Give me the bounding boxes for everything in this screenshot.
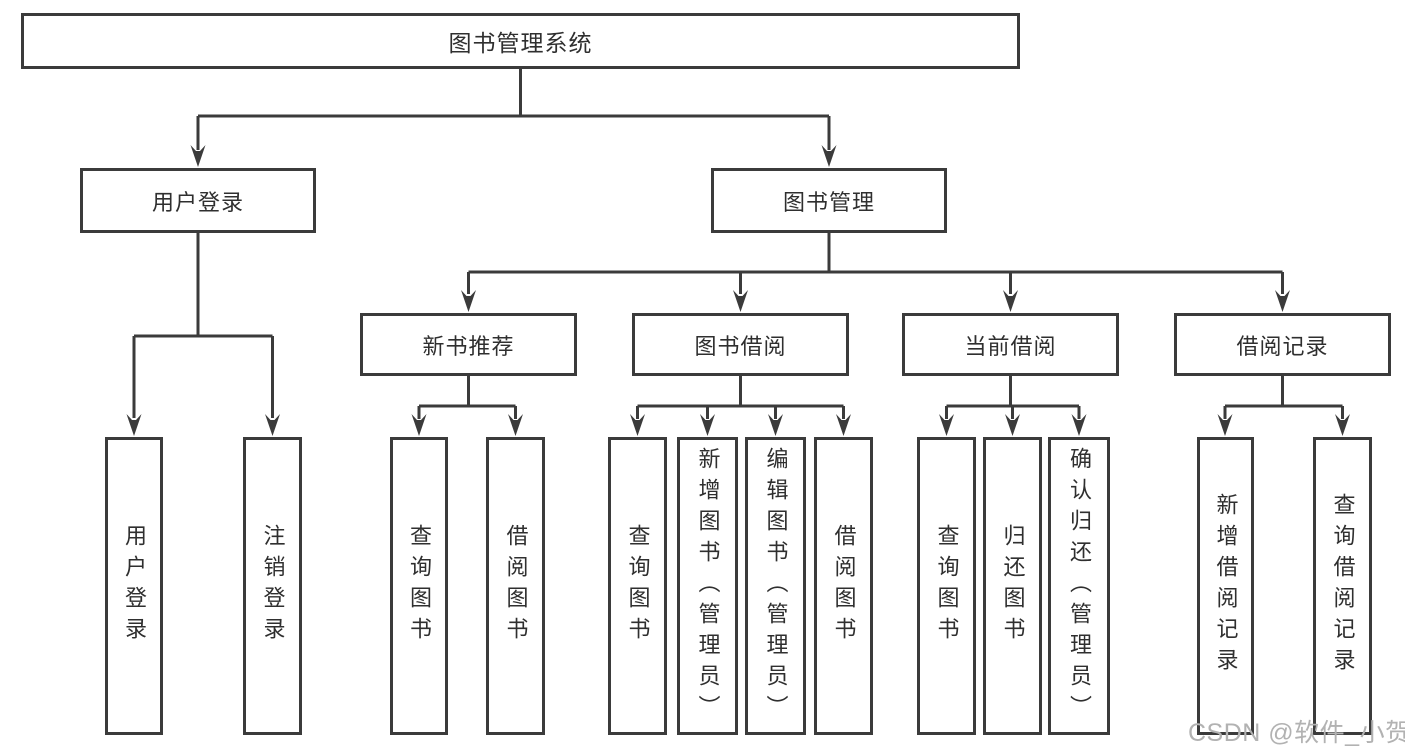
leaf-query-books-current: 查询图书 [917, 437, 976, 735]
leaf-add-books-admin: 新增图书（管理员） [677, 437, 738, 735]
node-current-borrowing: 当前借阅 [902, 313, 1119, 376]
leaf-confirm-return-admin: 确认归还（管理员） [1048, 437, 1110, 735]
leaf-query-books-borrowing: 查询图书 [608, 437, 667, 735]
node-user-login: 用户登录 [80, 168, 316, 233]
leaf-add-borrow-record: 新增借阅记录 [1197, 437, 1254, 735]
leaf-edit-books-admin: 编辑图书（管理员） [745, 437, 806, 735]
node-new-book-recommendation: 新书推荐 [360, 313, 577, 376]
node-library-management-system: 图书管理系统 [21, 13, 1020, 69]
leaf-return-books: 归还图书 [983, 437, 1042, 735]
leaf-user-login: 用户登录 [105, 437, 163, 735]
node-borrowing-records: 借阅记录 [1174, 313, 1391, 376]
node-book-management: 图书管理 [711, 168, 947, 233]
csdn-watermark: CSDN @软件_小贺同学 [1188, 719, 1405, 747]
leaf-query-books-recommend: 查询图书 [390, 437, 448, 735]
leaf-logout: 注销登录 [243, 437, 302, 735]
leaf-query-borrow-record: 查询借阅记录 [1313, 437, 1372, 735]
leaf-borrow-books-recommend: 借阅图书 [486, 437, 545, 735]
leaf-borrow-books: 借阅图书 [814, 437, 873, 735]
node-book-borrowing: 图书借阅 [632, 313, 849, 376]
